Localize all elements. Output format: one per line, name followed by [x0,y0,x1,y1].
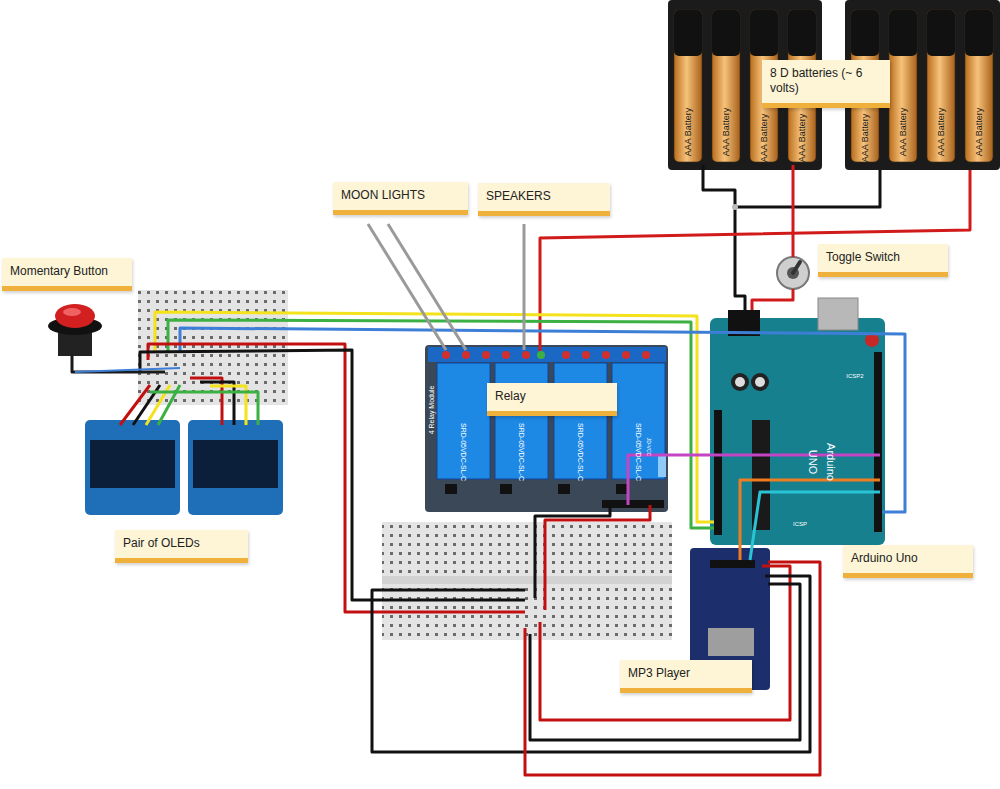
note-text: MOON LIGHTS [341,188,460,203]
battery-note: 8 D batteries (~ 6 volts) [762,60,890,108]
header-label: ICSP [793,521,807,527]
note-text: Relay [495,389,609,404]
relay-module [425,345,668,512]
switch-note: Toggle Switch [818,244,948,277]
module-label: 4 Relay Module [428,386,435,435]
part-number: SRD-05VDC-SL-C [460,423,467,481]
moon-lights-note: MOON LIGHTS [333,182,468,215]
battery-label: AAA Battery [975,108,984,157]
mp3-note: MP3 Player [620,660,752,693]
note-text: 8 D batteries (~ 6 volts) [770,66,882,96]
note-text: Arduino Uno [851,551,965,566]
toggle-switch [777,257,809,289]
board-label: Arduino [825,443,836,481]
speakers-note: SPEAKERS [478,183,610,216]
pin-label: JD-VCC [646,438,651,456]
battery-label: AAA Battery [861,114,870,163]
part-number: SRD-05VDC-SL-C [577,423,584,481]
battery-label: AAA Battery [722,108,731,157]
battery-label: AAA Battery [899,108,908,157]
button-note: Momentary Button [2,258,132,291]
part-number: SRD-05VDC-SL-C [635,423,642,481]
wire [72,165,970,775]
push-button [48,304,102,356]
header-label: ICSP2 [846,373,863,379]
breadboard [138,290,672,640]
note-text: MP3 Player [628,666,744,681]
arduino-note: Arduino Uno [843,545,973,578]
battery-pack [668,0,1000,170]
part-number: SRD-05VDC-SL-C [518,423,525,481]
note-text: SPEAKERS [486,189,602,204]
battery-label: AAA Battery [798,114,807,163]
board-label: UNO [807,450,818,474]
oled-note: Pair of OLEDs [115,530,248,563]
battery-label: AAA Battery [760,114,769,163]
oled-display [85,420,283,515]
battery-label: AAA Battery [937,108,946,157]
note-text: Pair of OLEDs [123,536,240,551]
leader-line [368,224,524,350]
battery-label: AAA Battery [684,108,693,157]
note-text: Momentary Button [10,264,124,279]
note-text: Toggle Switch [826,250,940,265]
relay-note: Relay [487,383,617,416]
